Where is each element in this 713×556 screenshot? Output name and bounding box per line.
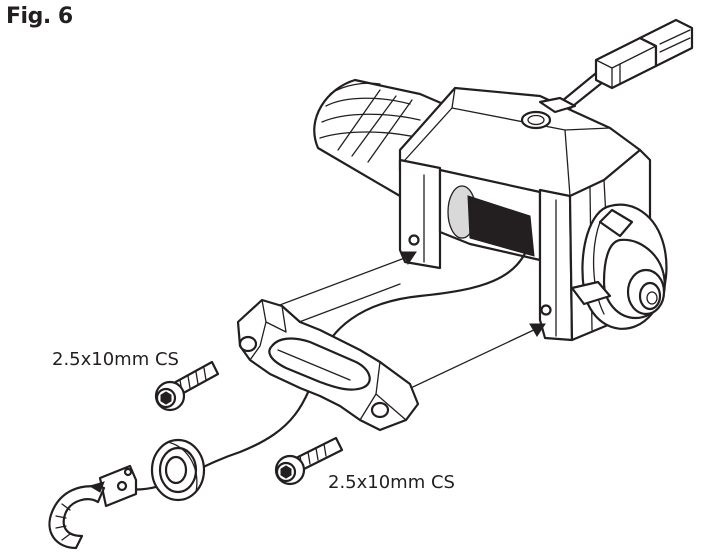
lower-screw-callout: 2.5x10mm CS bbox=[328, 472, 455, 493]
upper-screw-callout: 2.5x10mm CS bbox=[52, 349, 179, 370]
winch-hook bbox=[48, 464, 138, 550]
hawse-fairlead bbox=[236, 298, 420, 432]
cap-screw-lower bbox=[274, 436, 344, 486]
clutch-knob bbox=[570, 203, 668, 330]
electrical-connector bbox=[543, 18, 694, 124]
hook-stopper bbox=[150, 438, 206, 502]
cap-screw-upper bbox=[154, 360, 220, 412]
figure-label: Fig. 6 bbox=[6, 4, 73, 29]
